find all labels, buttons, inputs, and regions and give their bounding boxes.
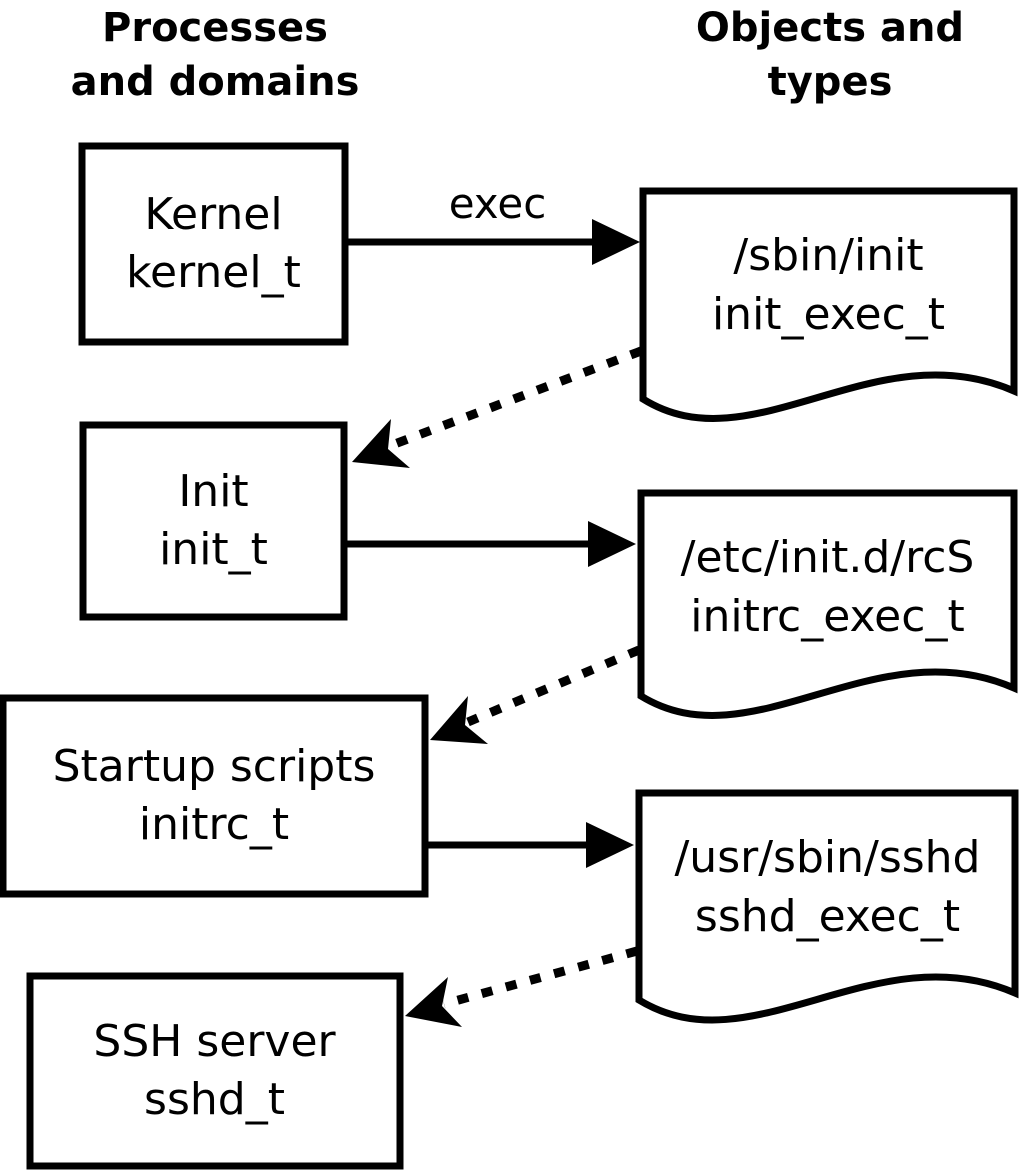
ssh-server-process-box [26,972,404,1170]
transition-to-init-arrowhead [352,419,410,468]
usr-sbin-sshd-document-shape [635,789,1019,1024]
init-process-box [79,421,348,621]
transition-to-initrc-dotted-line [466,645,641,727]
sbin-init-document-shape [639,187,1018,422]
kernel-exec-arrowhead [592,219,640,265]
startup-scripts-process-box [0,694,429,898]
transition-to-initrc-arrowhead [430,696,488,744]
kernel-process-box [78,142,349,346]
transition-to-sshd-dotted-line [442,946,639,1009]
etc-initd-rcs-document-shape [637,489,1018,719]
transition-to-sshd-arrowhead [405,977,462,1027]
init-exec-arrowhead [588,521,636,567]
initrc-exec-arrowhead [586,822,634,868]
transition-to-init-dotted-line [390,346,643,450]
